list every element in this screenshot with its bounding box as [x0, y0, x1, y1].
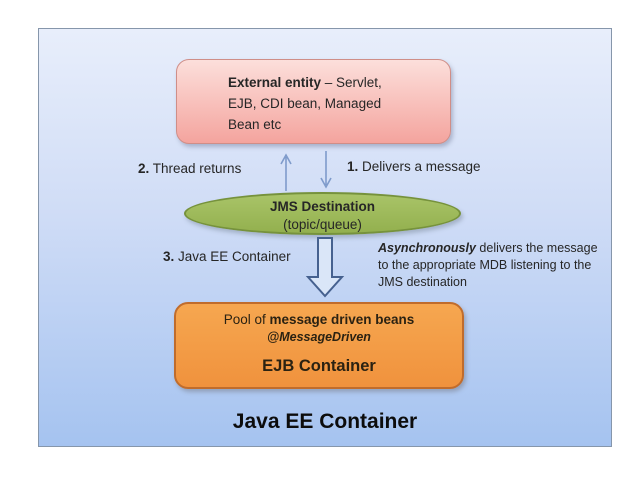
- jms-destination-subtitle: (topic/queue): [283, 217, 362, 232]
- async-note-line3: JMS destination: [378, 275, 467, 289]
- step3-label: 3. Java EE Container: [163, 249, 291, 264]
- external-entity-text: External entity – Servlet, EJB, CDI bean…: [177, 60, 450, 135]
- step2-label: 2. Thread returns: [138, 161, 242, 176]
- external-entity-line1: External entity – Servlet,: [228, 75, 382, 90]
- async-note: Asynchronously delivers the message to t…: [378, 240, 626, 291]
- external-entity-title: External entity: [228, 75, 322, 90]
- step1-number: 1.: [347, 159, 359, 174]
- async-note-keyword: Asynchronously: [378, 241, 476, 255]
- step1-label: 1. Delivers a message: [347, 159, 481, 174]
- external-entity-line2: EJB, CDI bean, Managed: [228, 96, 382, 111]
- jms-destination-ellipse: JMS Destination (topic/queue): [184, 192, 461, 235]
- step2-number: 2.: [138, 161, 150, 176]
- async-note-line2: to the appropriate MDB listening to the: [378, 258, 592, 272]
- mdb-pool-box: Pool of message driven beans @MessageDri…: [174, 302, 464, 389]
- step3-number: 3.: [163, 249, 175, 264]
- ejb-container-title: EJB Container: [262, 357, 376, 375]
- delivers-message-arrow-icon: [320, 151, 332, 189]
- external-entity-box: External entity – Servlet, EJB, CDI bean…: [176, 59, 451, 144]
- messagedriven-annotation: @MessageDriven: [267, 330, 371, 344]
- async-note-line1: Asynchronously delivers the message: [378, 241, 598, 255]
- mdb-pool-bold: message driven beans: [269, 312, 415, 327]
- java-ee-container-footer-title: Java EE Container: [232, 410, 418, 433]
- async-delivery-block-arrow-icon: [305, 237, 345, 298]
- thread-returns-arrow-icon: [280, 153, 292, 191]
- jms-destination-title: JMS Destination: [269, 199, 375, 214]
- slide-panel: External entity – Servlet, EJB, CDI bean…: [38, 28, 612, 447]
- mdb-pool-line: Pool of message driven beans: [223, 312, 415, 327]
- external-entity-line3: Bean etc: [228, 117, 282, 132]
